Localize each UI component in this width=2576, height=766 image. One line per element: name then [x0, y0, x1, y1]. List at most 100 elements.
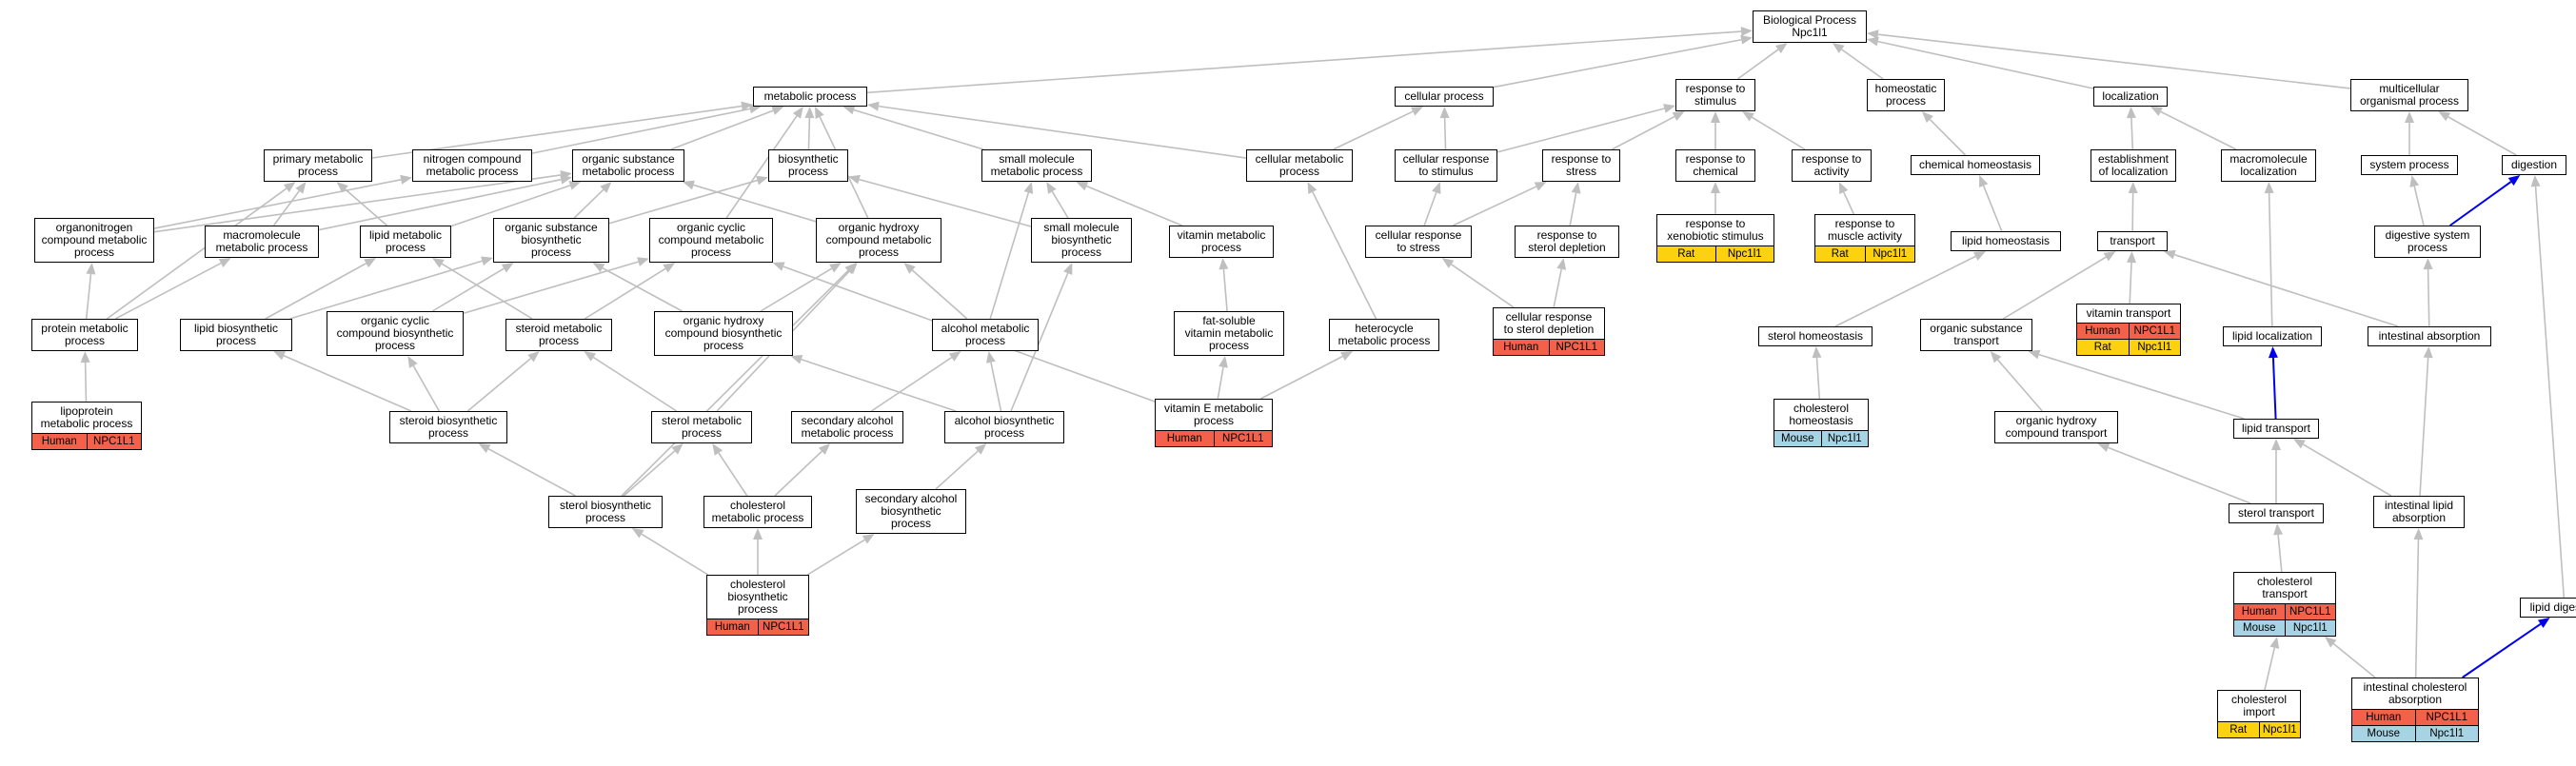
node-small-molecule-metabolic-process[interactable]: small molecule metabolic process — [981, 149, 1092, 182]
node-organic-substance-biosynthetic-process[interactable]: organic substance biosynthetic process — [493, 218, 609, 263]
node-protein-metabolic-process[interactable]: protein metabolic process — [31, 319, 138, 351]
node-lipid-transport[interactable]: lipid transport — [2233, 419, 2319, 439]
node-organonitrogen-compound-metabolic-process[interactable]: organonitrogen compound metabolic proces… — [34, 218, 154, 263]
node-intestinal-lipid-absorption[interactable]: intestinal lipid absorption — [2373, 496, 2465, 528]
node-cellular-response-to-stimulus[interactable]: cellular response to stimulus — [1395, 149, 1497, 182]
node-sterol-metabolic-process[interactable]: sterol metabolic process — [651, 411, 752, 443]
node-alcohol-biosynthetic-process[interactable]: alcohol biosynthetic process — [944, 411, 1064, 443]
node-organic-hydroxy-compound-transport[interactable]: organic hydroxy compound transport — [1994, 411, 2118, 443]
node-primary-metabolic-process[interactable]: primary metabolic process — [264, 149, 372, 182]
node-label: organic hydroxy compound metabolic proce… — [825, 221, 932, 259]
node-sterol-homeostasis[interactable]: sterol homeostasis — [1758, 326, 1873, 346]
node-cellular-metabolic-process[interactable]: cellular metabolic process — [1246, 149, 1353, 182]
node-alcohol-metabolic-process[interactable]: alcohol metabolic process — [932, 319, 1039, 351]
edge-arrowhead — [295, 182, 307, 194]
node-chemical-homeostasis[interactable]: chemical homeostasis — [1911, 155, 2040, 175]
node-response-to-activity[interactable]: response to activity — [1792, 149, 1872, 182]
node-cellular-response-to-stress[interactable]: cellular response to stress — [1365, 226, 1472, 258]
node-metabolic-process[interactable]: metabolic process — [753, 87, 867, 107]
node-organic-cyclic-compound-biosynthetic-process[interactable]: organic cyclic compound biosynthetic pro… — [327, 311, 464, 356]
node-lipid-localization[interactable]: lipid localization — [2223, 326, 2322, 346]
node-organic-hydroxy-compound-biosynthetic-process[interactable]: organic hydroxy compound biosynthetic pr… — [654, 311, 793, 356]
node-label: steroid biosynthetic process — [399, 414, 498, 440]
node-label: homeostatic process — [1874, 82, 1937, 108]
node-response-to-sterol-depletion[interactable]: response to sterol depletion — [1515, 226, 1619, 258]
edge-arrowhead — [1979, 175, 1989, 187]
node-cholesterol-metabolic-process[interactable]: cholesterol metabolic process — [703, 496, 812, 528]
node-vitamin-metabolic-process[interactable]: vitamin metabolic process — [1169, 226, 1274, 258]
node-transport[interactable]: transport — [2097, 231, 2168, 251]
edge-arrowhead — [501, 263, 514, 273]
node-fat-soluble-vitamin-metabolic-process[interactable]: fat-soluble vitamin metabolic process — [1174, 311, 1284, 356]
node-response-to-chemical[interactable]: response to chemical — [1675, 149, 1755, 182]
edge-arrowhead — [86, 263, 96, 275]
species-cell: Human — [1503, 342, 1539, 353]
node-system-process[interactable]: system process — [2361, 155, 2458, 175]
edge-line — [602, 267, 683, 312]
edge-arrowhead — [2264, 182, 2274, 194]
species-cell: Mouse — [1780, 433, 1814, 444]
node-label: organonitrogen compound metabolic proces… — [41, 221, 148, 259]
node-small-molecule-biosynthetic-process[interactable]: small molecule biosynthetic process — [1031, 218, 1132, 263]
node-lipid-metabolic-process[interactable]: lipid metabolic process — [360, 226, 451, 258]
node-biosynthetic-process[interactable]: biosynthetic process — [768, 149, 848, 182]
node-multicellular-organismal-process[interactable]: multicellular organismal process — [2350, 79, 2468, 111]
node-response-to-stimulus[interactable]: response to stimulus — [1675, 79, 1755, 111]
node-steroid-biosynthetic-process[interactable]: steroid biosynthetic process — [389, 411, 507, 443]
node-sterol-transport[interactable]: sterol transport — [2229, 503, 2324, 523]
node-localization[interactable]: localization — [2093, 87, 2168, 107]
edge-line — [463, 261, 639, 315]
node-root[interactable]: Biological Process Npc1l1 — [1753, 10, 1867, 43]
node-organic-hydroxy-compound-metabolic-process[interactable]: organic hydroxy compound metabolic proce… — [816, 218, 941, 263]
edge-arrowhead — [527, 351, 540, 363]
node-steroid-metabolic-process[interactable]: steroid metabolic process — [505, 319, 612, 351]
node-organic-substance-metabolic-process[interactable]: organic substance metabolic process — [572, 149, 684, 182]
node-intestinal-absorption[interactable]: intestinal absorption — [2368, 326, 2491, 346]
node-secondary-alcohol-metabolic-process[interactable]: secondary alcohol metabolic process — [791, 411, 903, 443]
node-label: transport — [2110, 234, 2155, 247]
edge-line — [2108, 446, 2251, 504]
edge-arrowhead — [2423, 258, 2433, 270]
node-response-to-stress[interactable]: response to stress — [1542, 149, 1620, 182]
node-establishment-of-localization[interactable]: establishment of localization — [2091, 149, 2176, 182]
node-label: cholesterol metabolic process — [711, 499, 804, 524]
node-lipid-digestion[interactable]: lipid digestion — [2520, 598, 2576, 618]
node-lipid-biosynthetic-process[interactable]: lipid biosynthetic process — [180, 319, 292, 351]
gene-cell: NPC1L1 — [2414, 710, 2479, 725]
edge-line — [2002, 256, 2107, 320]
node-label: cellular metabolic process — [1255, 152, 1344, 178]
node-cellular-process[interactable]: cellular process — [1395, 87, 1494, 107]
node-digestion[interactable]: digestion — [2502, 155, 2566, 175]
edge-line — [412, 365, 441, 412]
node-organic-cyclic-compound-metabolic-process[interactable]: organic cyclic compound metabolic proces… — [649, 218, 773, 263]
node-organic-substance-transport[interactable]: organic substance transport — [1920, 319, 2032, 351]
edge-arrowhead — [2507, 175, 2521, 187]
node-lipid-homeostasis[interactable]: lipid homeostasis — [1951, 231, 2061, 251]
node-secondary-alcohol-biosynthetic-process[interactable]: secondary alcohol biosynthetic process — [856, 489, 966, 534]
node-sterol-biosynthetic-process[interactable]: sterol biosynthetic process — [548, 496, 663, 528]
node-macromolecule-metabolic-process[interactable]: macromolecule metabolic process — [205, 226, 319, 258]
edge-arrowhead — [1812, 346, 1822, 359]
node-homeostatic-process[interactable]: homeostatic process — [1867, 79, 1945, 111]
node-label: response to activity — [1801, 152, 1862, 178]
edge-line — [2038, 353, 2245, 420]
node-heterocycle-metabolic-process[interactable]: heterocycle metabolic process — [1329, 319, 1439, 351]
node-nitrogen-compound-metabolic-process[interactable]: nitrogen compound metabolic process — [412, 149, 532, 182]
edge-line — [935, 450, 979, 490]
node-digestive-system-process[interactable]: digestive system process — [2374, 226, 2481, 258]
node-macromolecule-localization[interactable]: macromolecule localization — [2221, 149, 2316, 182]
node-label: response to stimulus — [1685, 82, 1746, 108]
